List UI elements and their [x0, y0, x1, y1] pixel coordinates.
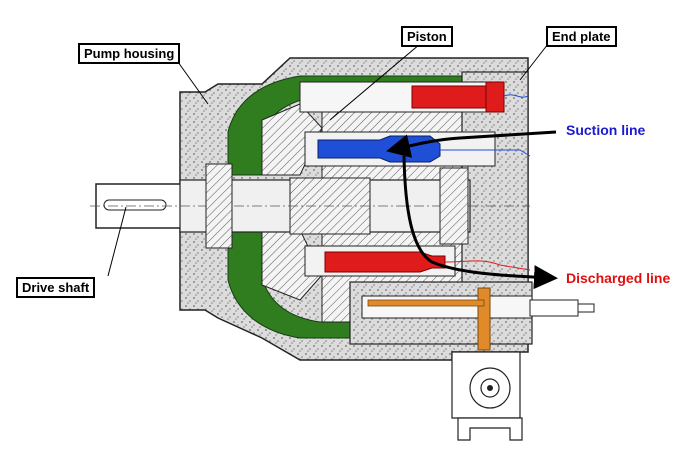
drive-shaft-keyway [103, 199, 167, 211]
suction-flow-line [440, 149, 531, 157]
piston-label: Piston [401, 26, 453, 47]
bottom-flange [457, 417, 523, 441]
upper-flow-line [503, 94, 529, 98]
blue-piston [317, 135, 441, 163]
discharge-arrow [402, 155, 558, 290]
drive-shaft-label: Drive shaft [16, 277, 96, 298]
upper-piston-red [411, 85, 493, 109]
suction-arrow [386, 130, 557, 158]
drive-shaft-leader [107, 206, 127, 277]
control-spool [361, 295, 533, 319]
end-plate-label: End plate [546, 26, 617, 47]
orange-port-vertical [477, 287, 491, 351]
suction-line-label: Suction line [566, 122, 646, 138]
front-bearing [205, 163, 233, 249]
discharge-flow-line [444, 260, 531, 271]
adjusting-screw-tip [577, 303, 595, 313]
bottom-fitting-center [487, 385, 493, 391]
adjusting-screw [529, 299, 579, 317]
orange-port-horizontal [367, 299, 485, 307]
upper-piston-cap [485, 81, 505, 113]
discharged-line-label: Discharged line [566, 270, 671, 286]
pump-housing-label: Pump housing [78, 43, 181, 64]
end-plate-leader [519, 43, 549, 81]
rear-bearing [439, 167, 469, 245]
red-piston-lower [324, 251, 446, 273]
pump-housing-leader [177, 61, 209, 105]
piston-leader [329, 43, 421, 121]
